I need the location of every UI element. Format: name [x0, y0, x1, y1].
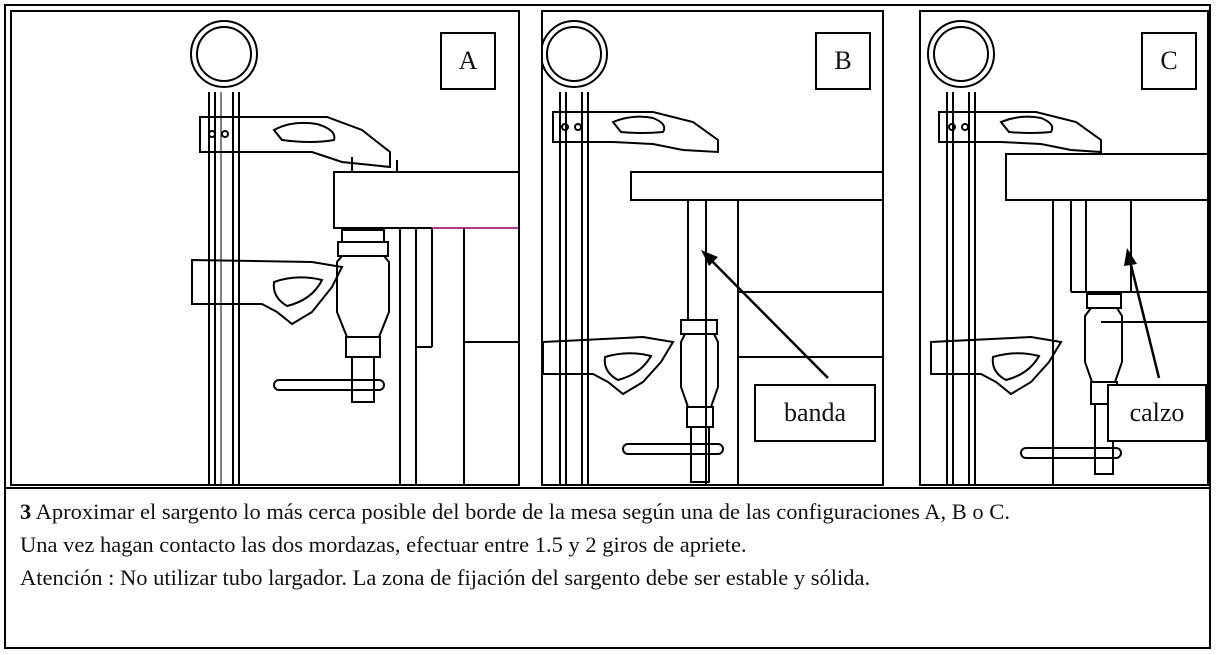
panel-b: B banda	[541, 10, 884, 486]
caption-line-3: Atención : No utilizar tubo largador. La…	[20, 565, 871, 590]
panel-letter-b: B	[815, 32, 871, 90]
panel-letter-a: A	[440, 32, 496, 90]
clamp-illustration-b	[543, 20, 882, 484]
callout-banda: banda	[754, 384, 876, 442]
caption-text: 3 Aproximar el sargento lo más cerca pos…	[20, 495, 1200, 594]
figure-frame	[4, 4, 1211, 649]
clamp-illustration-c	[927, 20, 1207, 484]
caption-line-1: 3 Aproximar el sargento lo más cerca pos…	[20, 495, 1200, 528]
panel-a: A	[10, 10, 520, 486]
panel-c: C calzo	[919, 10, 1209, 486]
step-number: 3	[20, 499, 32, 524]
callout-calzo: calzo	[1107, 384, 1207, 442]
caption-line-1-text: Aproximar el sargento lo más cerca posib…	[35, 499, 1010, 524]
clamp-illustration-a	[190, 20, 518, 484]
caption-divider	[4, 487, 1211, 489]
panel-letter-c: C	[1141, 32, 1197, 90]
caption-line-2: Una vez hagan contacto las dos mordazas,…	[20, 532, 747, 557]
